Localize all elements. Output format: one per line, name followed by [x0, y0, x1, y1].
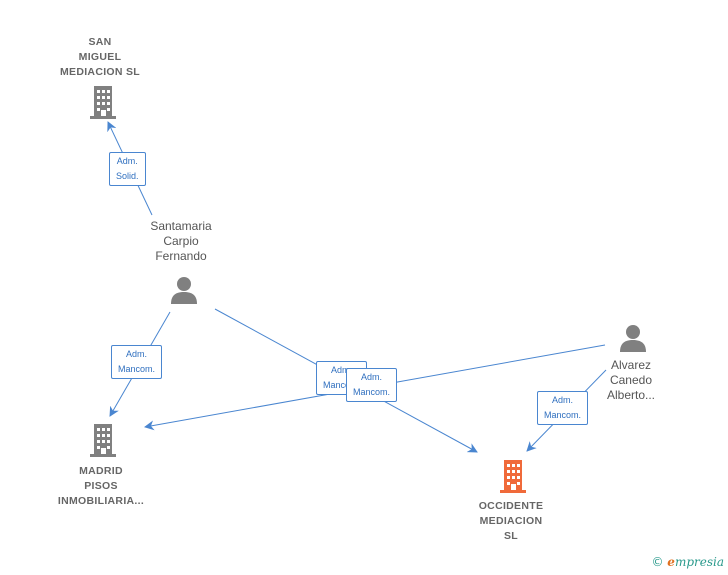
label-line: OCCIDENTE: [478, 500, 544, 512]
label-line: MEDIACION SL: [59, 66, 141, 78]
edge-label-line: Adm.: [116, 156, 138, 166]
copyright-symbol: ©: [651, 555, 664, 569]
edge-label-line: Mancom.: [323, 380, 361, 390]
label-line: MIGUEL: [78, 51, 122, 63]
edge-label-adm-mancom[interactable]: Adm. Mancom.: [346, 368, 398, 402]
label-line: INMOBILIARIA...: [57, 495, 145, 507]
empresia-logo[interactable]: © empresia: [651, 555, 724, 569]
node-label: OCCIDENTE MEDIACION SL: [446, 499, 576, 544]
building-icon[interactable]: [496, 458, 530, 494]
edge-label-adm-mancom[interactable]: Adm. Mancom.: [537, 391, 589, 425]
node-label: SAN MIGUEL MEDIACION SL: [35, 35, 165, 80]
label-line: Alberto...: [606, 388, 656, 402]
building-icon[interactable]: [86, 84, 120, 120]
person-icon[interactable]: [168, 274, 200, 306]
edge-label-line: Adm.: [552, 395, 574, 405]
edge-label-line: Adm.: [331, 365, 353, 375]
label-line: PISOS: [84, 480, 118, 492]
node-label: Santamaria Carpio Fernando: [116, 219, 246, 264]
label-line: Santamaria: [150, 219, 212, 233]
label-line: MEDIACION: [479, 515, 543, 527]
node-label: Alvarez Canedo Alberto...: [566, 358, 696, 403]
label-line: Fernando: [155, 249, 207, 263]
edge-label-adm-mancom[interactable]: Adm. Mancom.: [111, 345, 163, 379]
edge-label-adm-solid[interactable]: Adm. Solid.: [109, 152, 146, 186]
label-line: Alvarez: [610, 358, 651, 372]
label-line: Carpio: [163, 234, 199, 248]
edge-label-line: Mancom.: [544, 410, 582, 420]
brand-initial: e: [667, 555, 675, 569]
edge-label-line: Mancom.: [353, 387, 391, 397]
label-line: Canedo: [609, 373, 653, 387]
label-line: SL: [503, 530, 519, 542]
person-icon[interactable]: [617, 322, 649, 354]
edge-label-line: Adm.: [361, 372, 383, 382]
brand-name: mpresia: [674, 555, 724, 569]
edge-label-line: Adm.: [126, 349, 148, 359]
building-icon[interactable]: [86, 422, 120, 458]
node-label: MADRID PISOS INMOBILIARIA...: [36, 464, 166, 509]
label-line: MADRID: [79, 465, 123, 477]
edge-label-line: Mancom.: [118, 364, 156, 374]
label-line: SAN: [88, 36, 112, 48]
edge-label-line: Solid.: [116, 171, 139, 181]
